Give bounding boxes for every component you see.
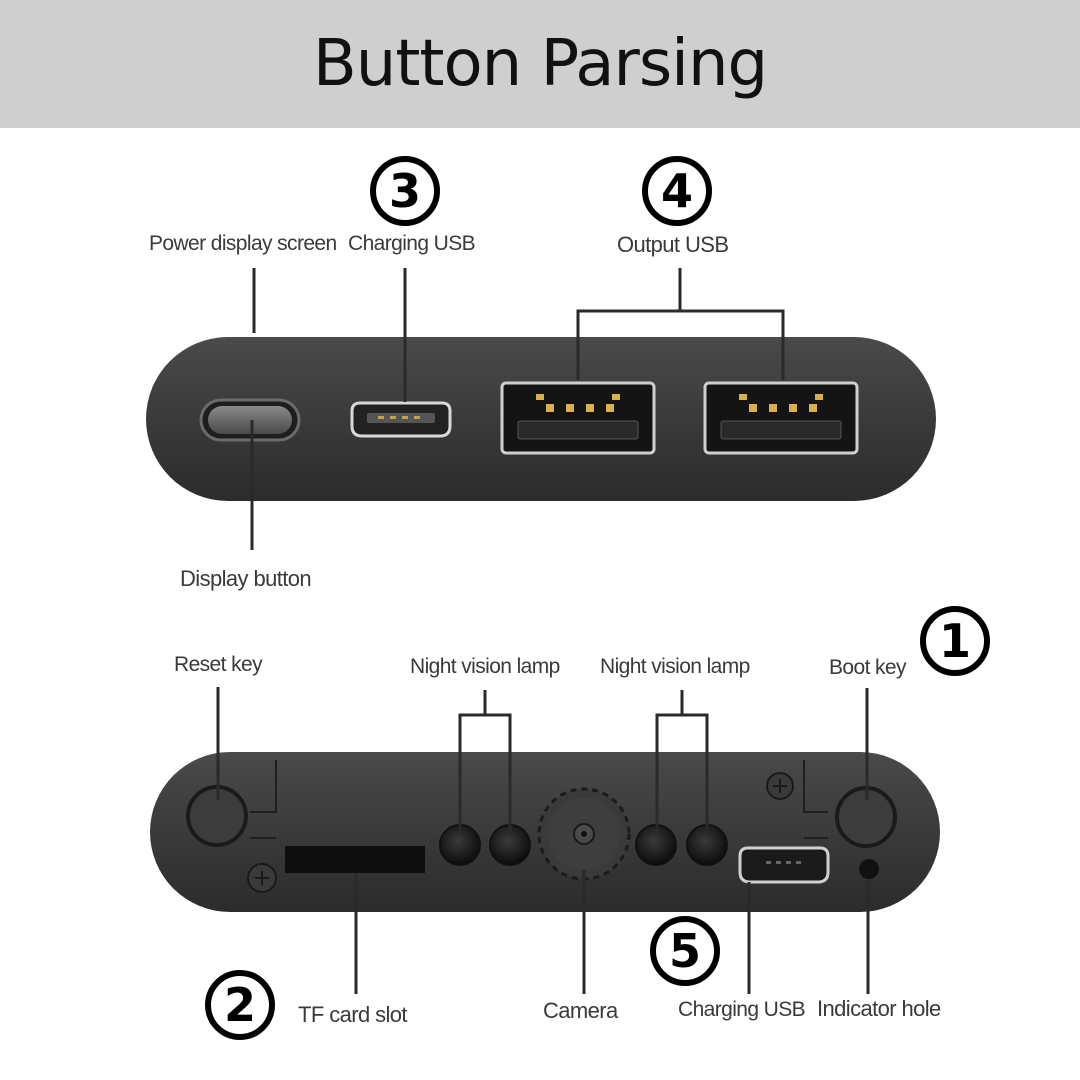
marker-2: 2: [205, 970, 275, 1040]
output-usb-port-1: [500, 381, 656, 455]
page-title: Button Parsing: [312, 27, 768, 101]
camera-lens: [537, 787, 631, 881]
indicator-hole-dot: [859, 859, 879, 879]
label-charging-usb-top: Charging USB: [348, 232, 476, 255]
label-display-button: Display button: [180, 566, 312, 591]
label-reset-key: Reset key: [174, 653, 263, 676]
marker-5: 5: [650, 916, 720, 986]
title-bar: Button Parsing: [0, 0, 1080, 128]
label-boot-key: Boot key: [829, 656, 907, 679]
screw-left: [247, 863, 277, 893]
label-night-vision-lamp-right: Night vision lamp: [600, 655, 750, 678]
marker-3: 3: [370, 156, 440, 226]
label-indicator-hole: Indicator hole: [817, 996, 941, 1021]
output-usb-port-2: [703, 381, 859, 455]
bottom-charging-usb-port: [738, 846, 830, 884]
screw-right: [766, 772, 794, 800]
label-camera: Camera: [543, 998, 618, 1023]
marker-1: 1: [920, 606, 990, 676]
label-night-vision-lamp-left: Night vision lamp: [410, 655, 560, 678]
label-output-usb: Output USB: [617, 232, 729, 257]
label-tf-card-slot: TF card slot: [298, 1002, 408, 1027]
tf-card-slot-hole: [285, 846, 425, 873]
marker-4: 4: [642, 156, 712, 226]
label-power-display-screen: Power display screen: [149, 232, 337, 255]
label-charging-usb-bottom: Charging USB: [678, 998, 806, 1021]
